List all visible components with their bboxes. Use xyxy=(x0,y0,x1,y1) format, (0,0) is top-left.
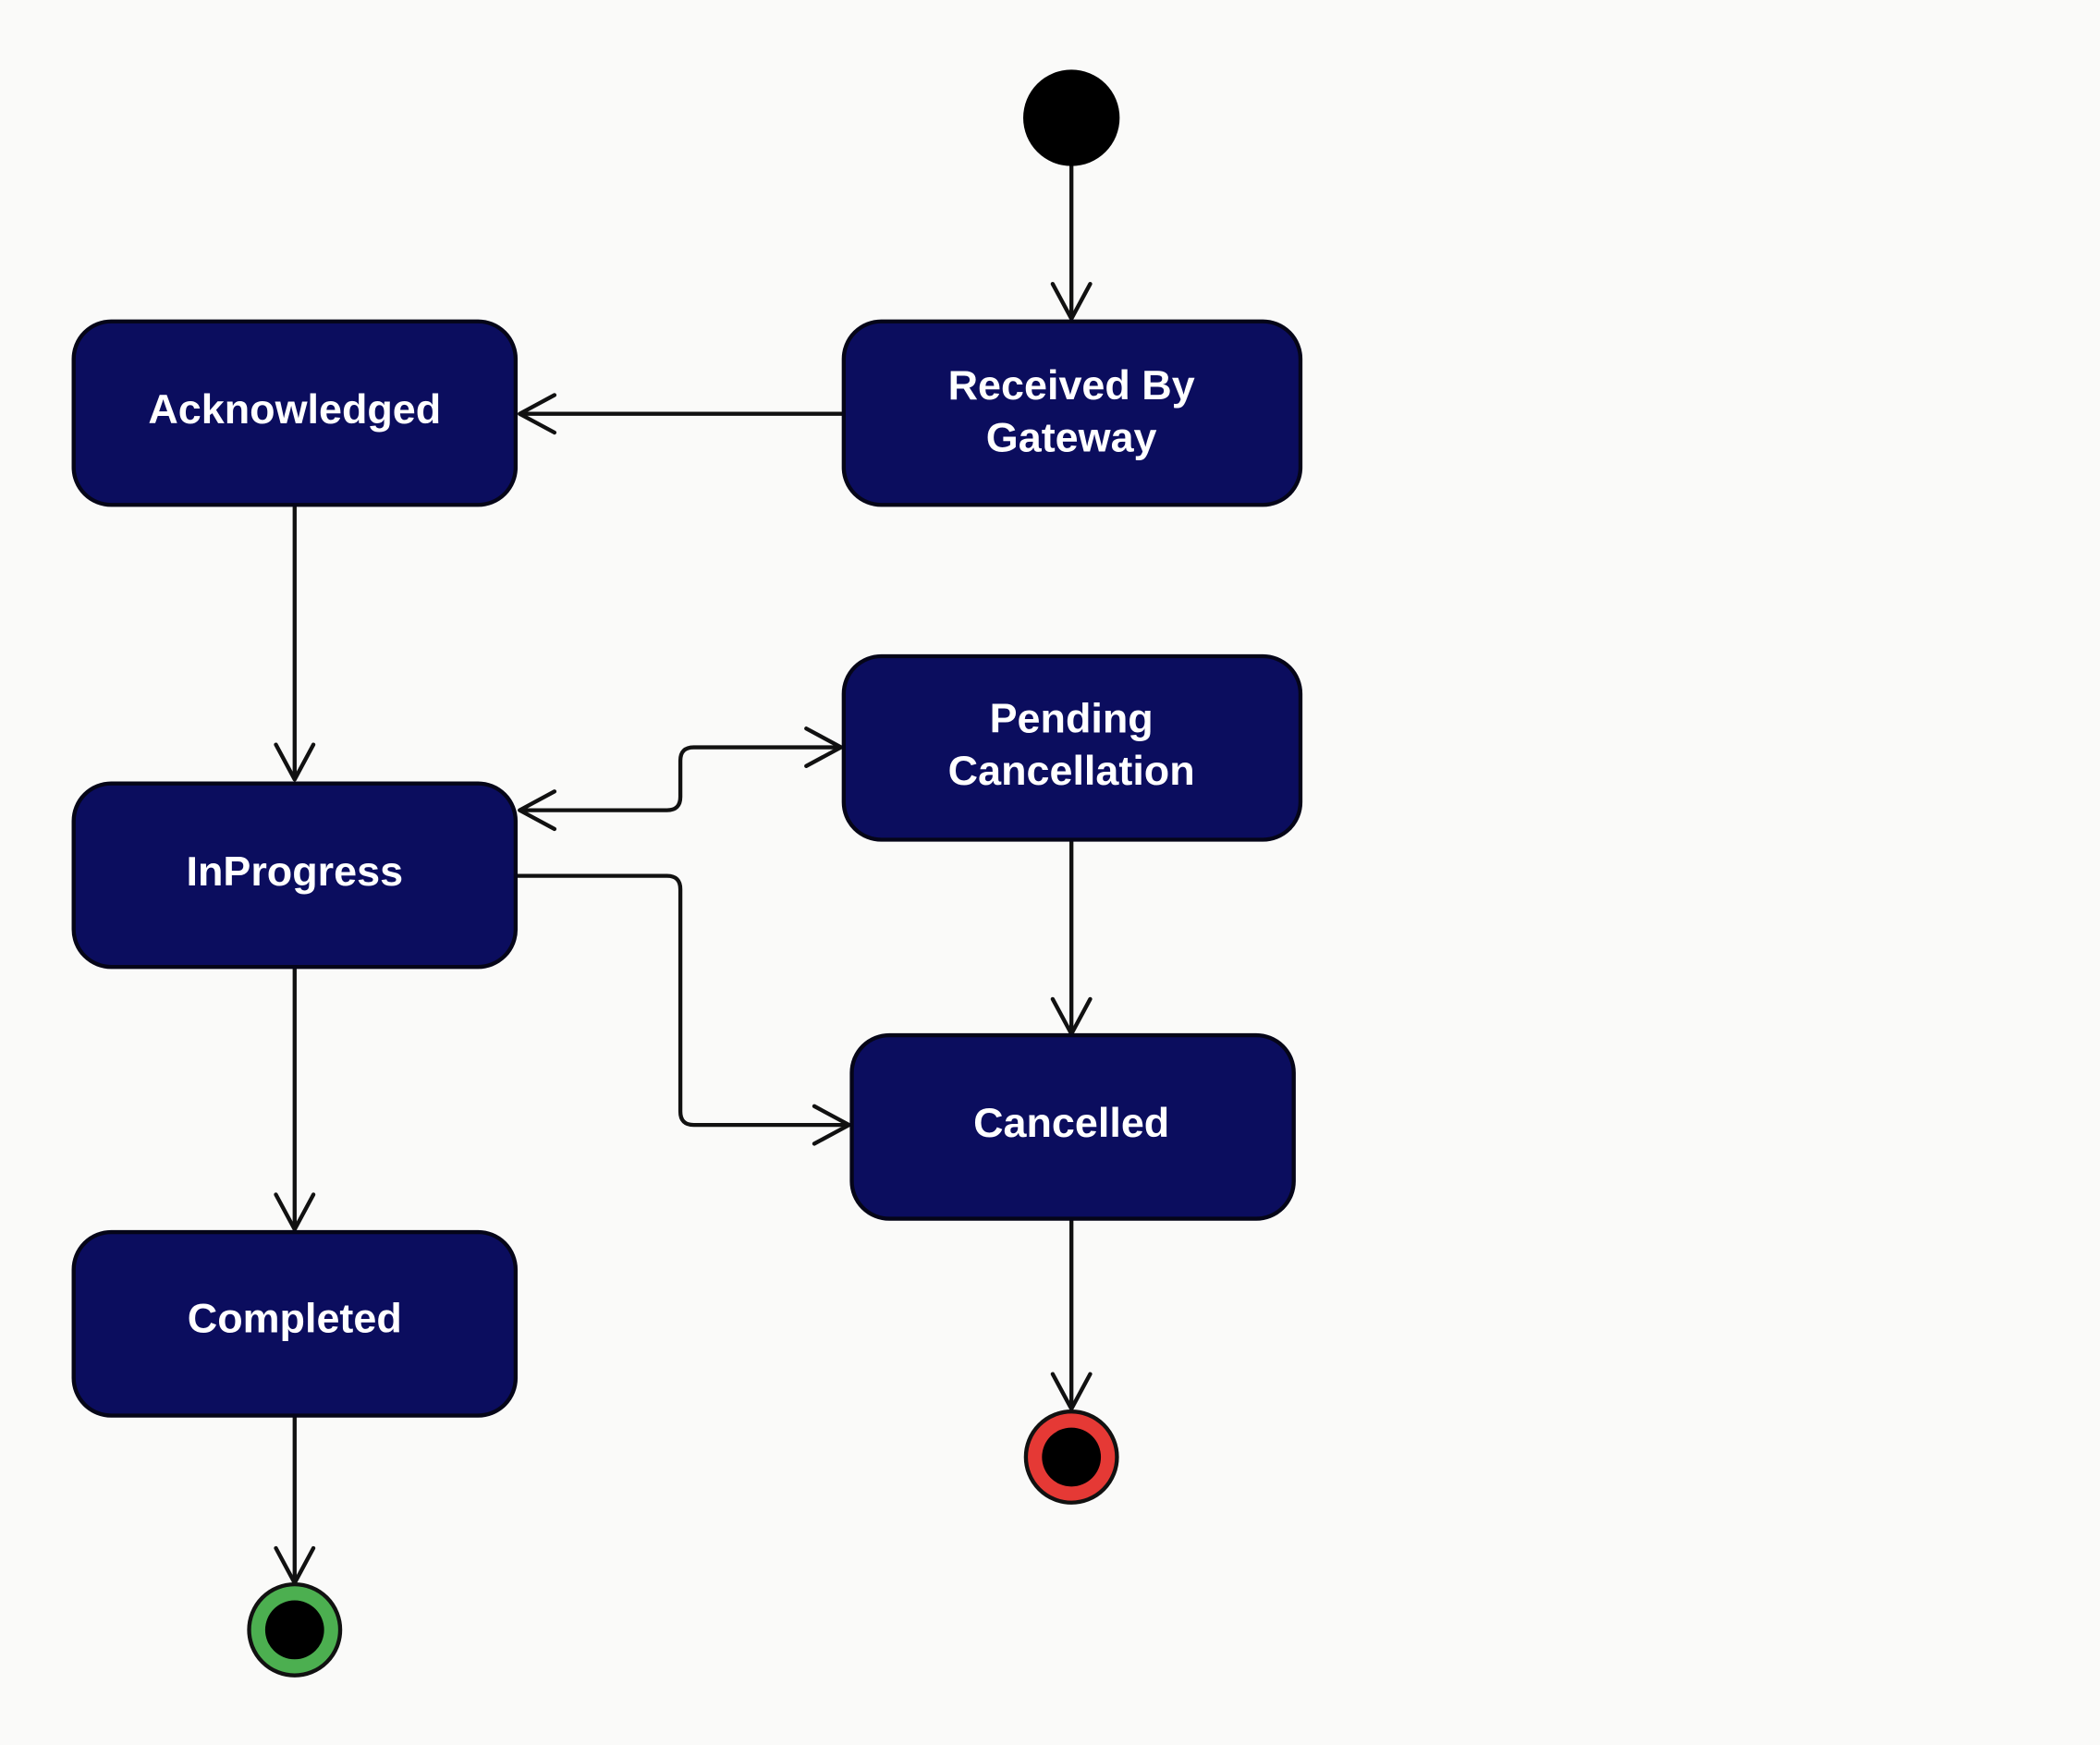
state-pending-cancellation[interactable]: Pending Cancellation xyxy=(841,653,1303,842)
arrowhead xyxy=(1050,282,1093,322)
state-label: Received By xyxy=(948,361,1195,409)
state-label: Gateway xyxy=(986,413,1157,460)
arrowhead xyxy=(518,393,557,435)
state-label: Cancelled xyxy=(973,1099,1169,1146)
state-received-by-gateway[interactable]: Received By Gateway xyxy=(841,319,1303,507)
arrowhead xyxy=(518,789,557,832)
state-inprogress[interactable]: InProgress xyxy=(71,781,519,970)
arrowhead xyxy=(804,726,844,768)
arrowhead xyxy=(274,1192,316,1232)
state-label: InProgress xyxy=(186,848,403,895)
state-acknowledged[interactable]: Acknowledged xyxy=(71,319,519,507)
edge-pending-inprogress xyxy=(519,745,841,812)
final-state-cancelled xyxy=(1023,1409,1119,1505)
arrowhead xyxy=(1050,1372,1093,1411)
initial-state xyxy=(1023,69,1120,166)
arrowhead xyxy=(274,742,316,782)
final-state-completed xyxy=(247,1581,343,1678)
state-label: Pending xyxy=(990,695,1154,742)
state-cancelled[interactable]: Cancelled xyxy=(849,1032,1296,1221)
edge-inprogress-cancelled xyxy=(517,873,849,1128)
state-label: Acknowledged xyxy=(148,385,441,433)
state-label: Completed xyxy=(188,1295,402,1342)
state-completed[interactable]: Completed xyxy=(71,1229,519,1418)
arrowhead xyxy=(812,1104,851,1146)
state-label: Cancellation xyxy=(948,747,1195,794)
